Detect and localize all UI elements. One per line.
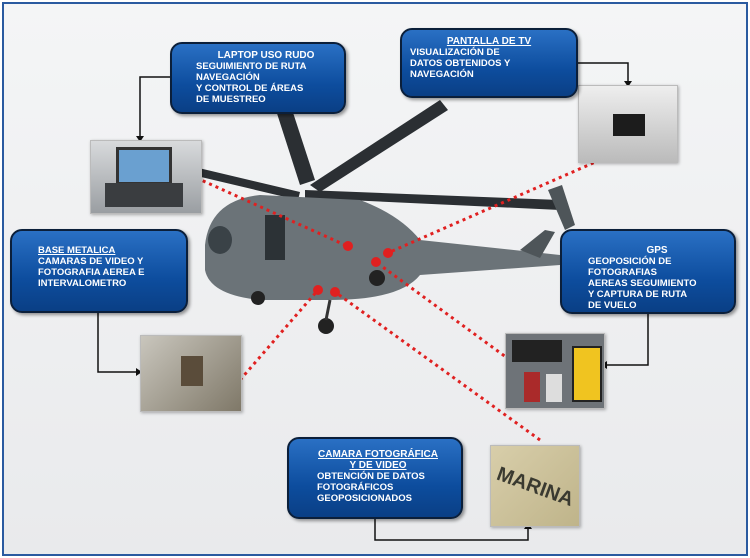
landing-strut (324, 299, 332, 321)
pointer-base (238, 289, 320, 381)
gps-box: GPS GEOPOSICIÓN DE FOTOGRAFIAS AEREAS SE… (560, 229, 736, 314)
box-line: GEOPOSICIONADOS (317, 493, 413, 504)
box-line: DATOS OBTENIDOS Y (410, 58, 511, 69)
box-line: AEREAS SEGUIMIENTO (588, 278, 697, 289)
wheel (251, 291, 265, 305)
box-line: OBTENCIÓN DE DATOS (317, 471, 425, 482)
box-line: NAVEGACIÓN (196, 72, 260, 83)
base-photo (140, 335, 242, 412)
pointer-gps (379, 263, 511, 362)
box-title: LAPTOP USO RUDO (217, 50, 315, 61)
tail-fin (520, 185, 575, 258)
box-line: FOTOGRAFIAS (588, 267, 657, 278)
pointer-tv (389, 158, 601, 254)
laptop-photo (90, 140, 202, 214)
cockpit-window (208, 226, 232, 254)
pointer-lines (189, 158, 601, 442)
pointer-laptop (189, 173, 346, 247)
pointer-markers (313, 241, 393, 297)
box-line: SEGUIMIENTO DE RUTA (196, 61, 307, 72)
gps-photo (505, 333, 605, 409)
base-box: BASE METALICA CAMARAS DE VIDEO Y FOTOGRA… (10, 229, 188, 313)
box-line: INTERVALOMETRO (38, 278, 127, 289)
box-line: FOTOGRÁFICOS (317, 482, 394, 493)
box-line: VISUALIZACIÓN DE (410, 47, 500, 58)
camara-box: CAMARA FOTOGRÁFICA Y DE VIDEO OBTENCIÓN … (287, 437, 463, 519)
box-title: PANTALLA DE TV (446, 36, 532, 47)
tv-box: PANTALLA DE TV VISUALIZACIÓN DE DATOS OB… (400, 28, 578, 98)
laptop-box: LAPTOP USO RUDO SEGUIMIENTO DE RUTA NAVE… (170, 42, 346, 114)
box-line: FOTOGRAFIA AEREA E (38, 267, 145, 278)
fuselage (205, 195, 560, 300)
box-line: Y CONTROL DE ÁREAS (196, 83, 304, 94)
box-title: BASE METALICA (38, 245, 116, 256)
box-line: DE MUESTREO (196, 94, 266, 105)
rotor-blade (310, 100, 448, 192)
door (265, 215, 285, 260)
wheel (318, 318, 334, 334)
box-line: CAMARAS DE VIDEO Y (38, 256, 144, 267)
box-line: GEOPOSICIÓN DE (588, 256, 672, 267)
box-title: CAMARA FOTOGRÁFICA Y DE VIDEO (318, 449, 438, 471)
tv-photo (578, 85, 678, 163)
box-line: NAVEGACIÓN (410, 69, 474, 80)
box-line: Y CAPTURA DE RUTA (588, 289, 688, 300)
box-line: DE VUELO (588, 300, 637, 311)
connector-lines (97, 62, 649, 541)
helicopter-marking: MARINA (493, 463, 577, 512)
pointer-camara (334, 290, 541, 442)
box-title: GPS (646, 245, 668, 256)
camera-photo: MARINA (490, 445, 580, 527)
wheel (369, 270, 385, 286)
